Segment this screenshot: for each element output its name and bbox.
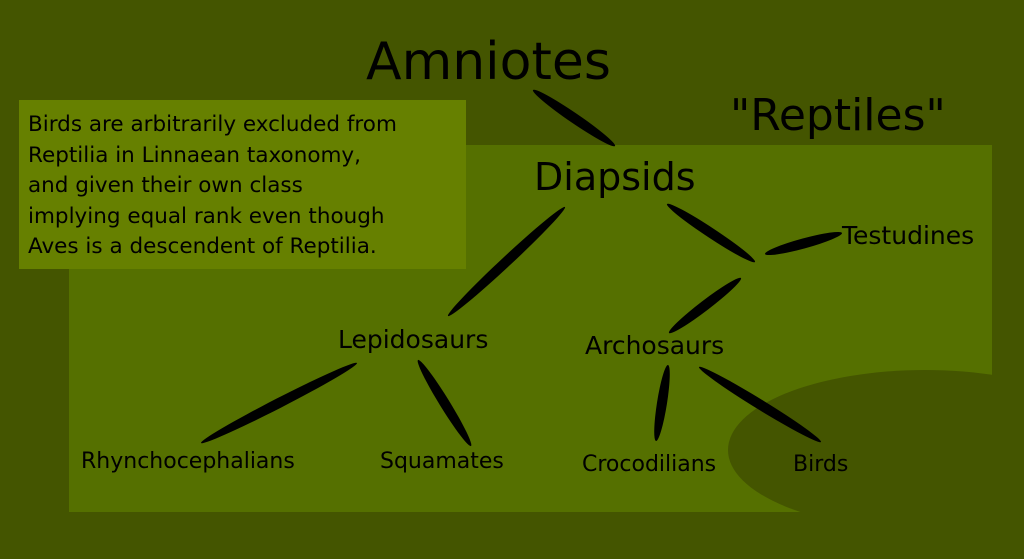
node-archosaurs: Archosaurs bbox=[585, 331, 725, 360]
branch-edge bbox=[447, 206, 566, 317]
node-diapsids: Diapsids bbox=[534, 155, 696, 199]
background-strip bbox=[992, 370, 1024, 559]
node-lepidosaurs: Lepidosaurs bbox=[338, 325, 489, 354]
note-box: Birds are arbitrarily excluded from Rept… bbox=[19, 100, 466, 269]
birds-excluded-region bbox=[728, 370, 992, 512]
note-line: and given their own class bbox=[28, 173, 303, 198]
node-birds: Birds bbox=[793, 452, 849, 477]
branch-edge bbox=[666, 203, 756, 263]
note-line: Aves is a descendent of Reptilia. bbox=[28, 234, 377, 259]
note-line: Reptilia in Linnaean taxonomy, bbox=[28, 142, 361, 168]
node-rhynchocephalians: Rhynchocephalians bbox=[81, 449, 295, 474]
branch-edge bbox=[200, 362, 358, 444]
node-squamates: Squamates bbox=[380, 449, 504, 474]
note-line: Birds are arbitrarily excluded from bbox=[28, 112, 397, 137]
branch-edge bbox=[417, 359, 472, 447]
branch-edge bbox=[532, 89, 616, 147]
group-label-reptiles: "Reptiles" bbox=[730, 90, 946, 141]
node-crocodilians: Crocodilians bbox=[582, 452, 717, 477]
node-testudines: Testudines bbox=[842, 221, 975, 250]
branch-edge bbox=[654, 364, 670, 442]
branch-edge bbox=[698, 366, 822, 443]
node-amniotes: Amniotes bbox=[366, 32, 611, 92]
branch-edge bbox=[764, 231, 843, 256]
note-line: implying equal rank even though bbox=[28, 203, 385, 229]
branch-edge bbox=[668, 277, 742, 334]
